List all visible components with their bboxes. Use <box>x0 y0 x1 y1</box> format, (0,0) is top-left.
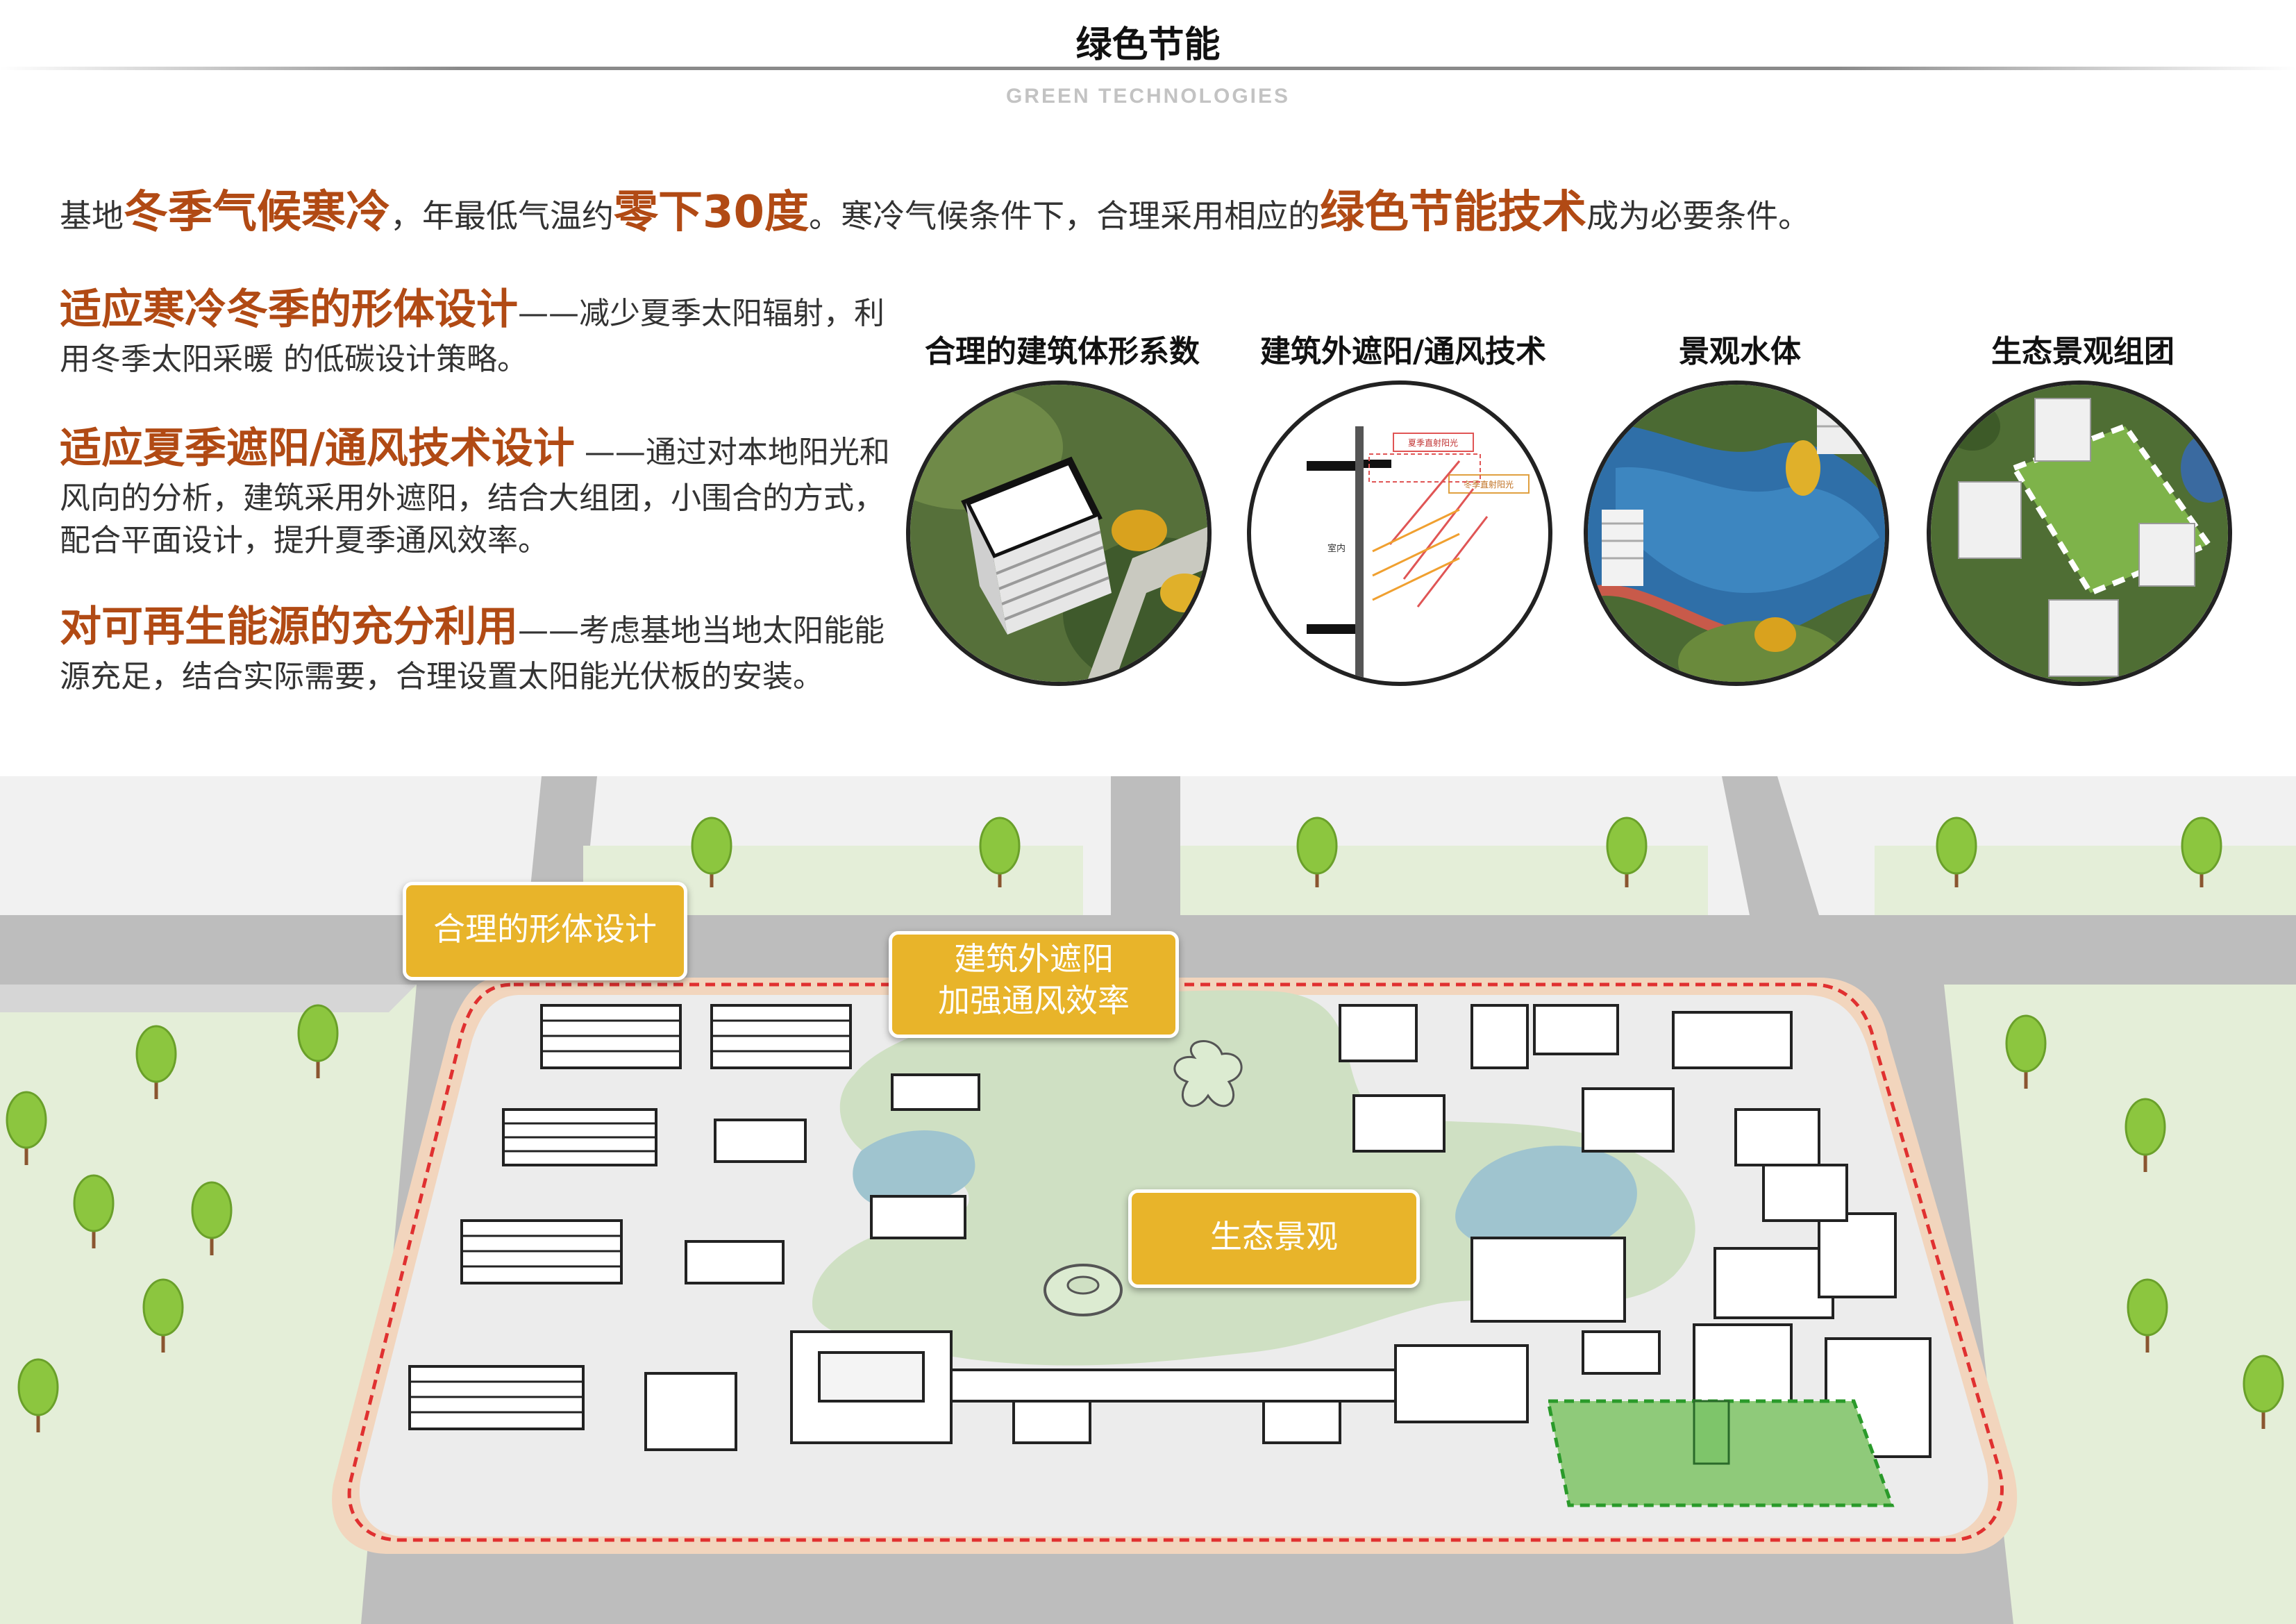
tree-group <box>6 817 2284 1432</box>
summer-sun-label: 夏季直射阳光 <box>1408 437 1458 448</box>
strategy-paragraph-shading-ventilation: 适应夏季遮阳/通风技术设计 ——通过对本地阳光和风向的分析，建筑采用外遮阳，结合… <box>60 420 893 562</box>
page-header: 绿色节能 GREEN TECHNOLOGIES <box>0 0 2296 118</box>
intro-text-1: 基地 <box>60 197 124 235</box>
intro-text-2: ，年最低气温约 <box>390 197 614 235</box>
intro-highlight-1: 冬季气候寒冷 <box>124 187 390 238</box>
callout-shading-ventilation: 建筑外遮阳 加强通风效率 <box>889 931 1179 1038</box>
title-divider <box>0 67 2296 70</box>
circle-eco-landscape: 生态景观组团 <box>1920 326 2246 715</box>
strategy-heading: 对可再生能源的充分利用 <box>60 603 518 651</box>
aerial-building-illustration <box>910 385 1207 682</box>
callout-text: 生态景观 <box>1210 1218 1338 1255</box>
strategy-heading: 适应寒冷冬季的形体设计 <box>60 285 518 334</box>
circle-building-form: 合理的建筑体形系数 <box>899 326 1225 715</box>
intro-text: 基地冬季气候寒冷，年最低气温约零下30度。寒冷气候条件下，合理采用相应的绿色节能… <box>60 182 2247 244</box>
strategy-paragraph-winter-form: 适应寒冷冬季的形体设计——减少夏季太阳辐射，利用冬季太阳采暖 的低碳设计策略。 <box>60 281 893 381</box>
shading-diagram: 夏季直射阳光 冬季直射阳光 室内 <box>1247 380 1552 686</box>
callout-text-line-1: 建筑外遮阳 <box>954 940 1114 978</box>
callout-text-line-2: 加强通风效率 <box>938 981 1130 1019</box>
callout-eco-landscape: 生态景观 <box>1128 1189 1420 1288</box>
site-master-plan: 合理的形体设计 建筑外遮阳 加强通风效率 生态景观 <box>0 776 2296 1624</box>
intro-text-3: 。寒冷气候条件下，合理采用相应的 <box>809 197 1321 235</box>
strategy-heading: 适应夏季遮阳/通风技术设计 <box>60 424 575 473</box>
water-landscape-image <box>1584 380 1889 686</box>
shading-section-diagram: 夏季直射阳光 冬季直射阳光 室内 <box>1307 426 1530 682</box>
intro-highlight-2: 零下30度 <box>614 187 810 238</box>
callout-building-form: 合理的形体设计 <box>403 882 687 980</box>
page-subtitle: GREEN TECHNOLOGIES <box>1005 85 1291 108</box>
circle-label: 景观水体 <box>1679 334 1801 369</box>
building-form-image <box>906 380 1212 686</box>
circle-landscape-water: 景观水体 <box>1577 326 1903 715</box>
circle-label: 合理的建筑体形系数 <box>925 334 1200 369</box>
strategy-body: ——减少夏季太阳辐射，利用冬季太阳采暖 的低碳设计策略。 <box>60 296 885 377</box>
circle-label: 建筑外遮阳/通风技术 <box>1259 334 1547 369</box>
intro-text-4: 成为必要条件。 <box>1586 197 1811 235</box>
strategy-body: ——考虑基地当地太阳能能源充足，结合实际需要，合理设置太阳能光伏板的安装。 <box>60 613 885 694</box>
strategy-body: ——通过对本地阳光和风向的分析，建筑采用外遮阳，结合大组团，小围合的方式，配合平… <box>60 435 890 558</box>
eco-cluster-illustration <box>1931 385 2228 682</box>
callout-text: 合理的形体设计 <box>433 910 657 948</box>
indoor-label: 室内 <box>1327 543 1346 554</box>
eco-landscape-image <box>1927 380 2232 686</box>
strategy-paragraph-renewable-energy: 对可再生能源的充分利用——考虑基地当地太阳能能源充足，结合实际需要，合理设置太阳… <box>60 598 893 698</box>
site-plan-drawing <box>0 776 2296 1624</box>
page-title: 绿色节能 <box>1075 24 1221 66</box>
circle-label: 生态景观组团 <box>1991 334 2175 369</box>
circle-shading-ventilation: 建筑外遮阳/通风技术 夏季直射阳光 冬季直射阳光 室内 <box>1240 326 1566 715</box>
water-landscape-illustration <box>1588 385 1885 682</box>
intro-highlight-3: 绿色节能技术 <box>1320 187 1587 238</box>
winter-sun-label: 冬季直射阳光 <box>1464 479 1514 489</box>
